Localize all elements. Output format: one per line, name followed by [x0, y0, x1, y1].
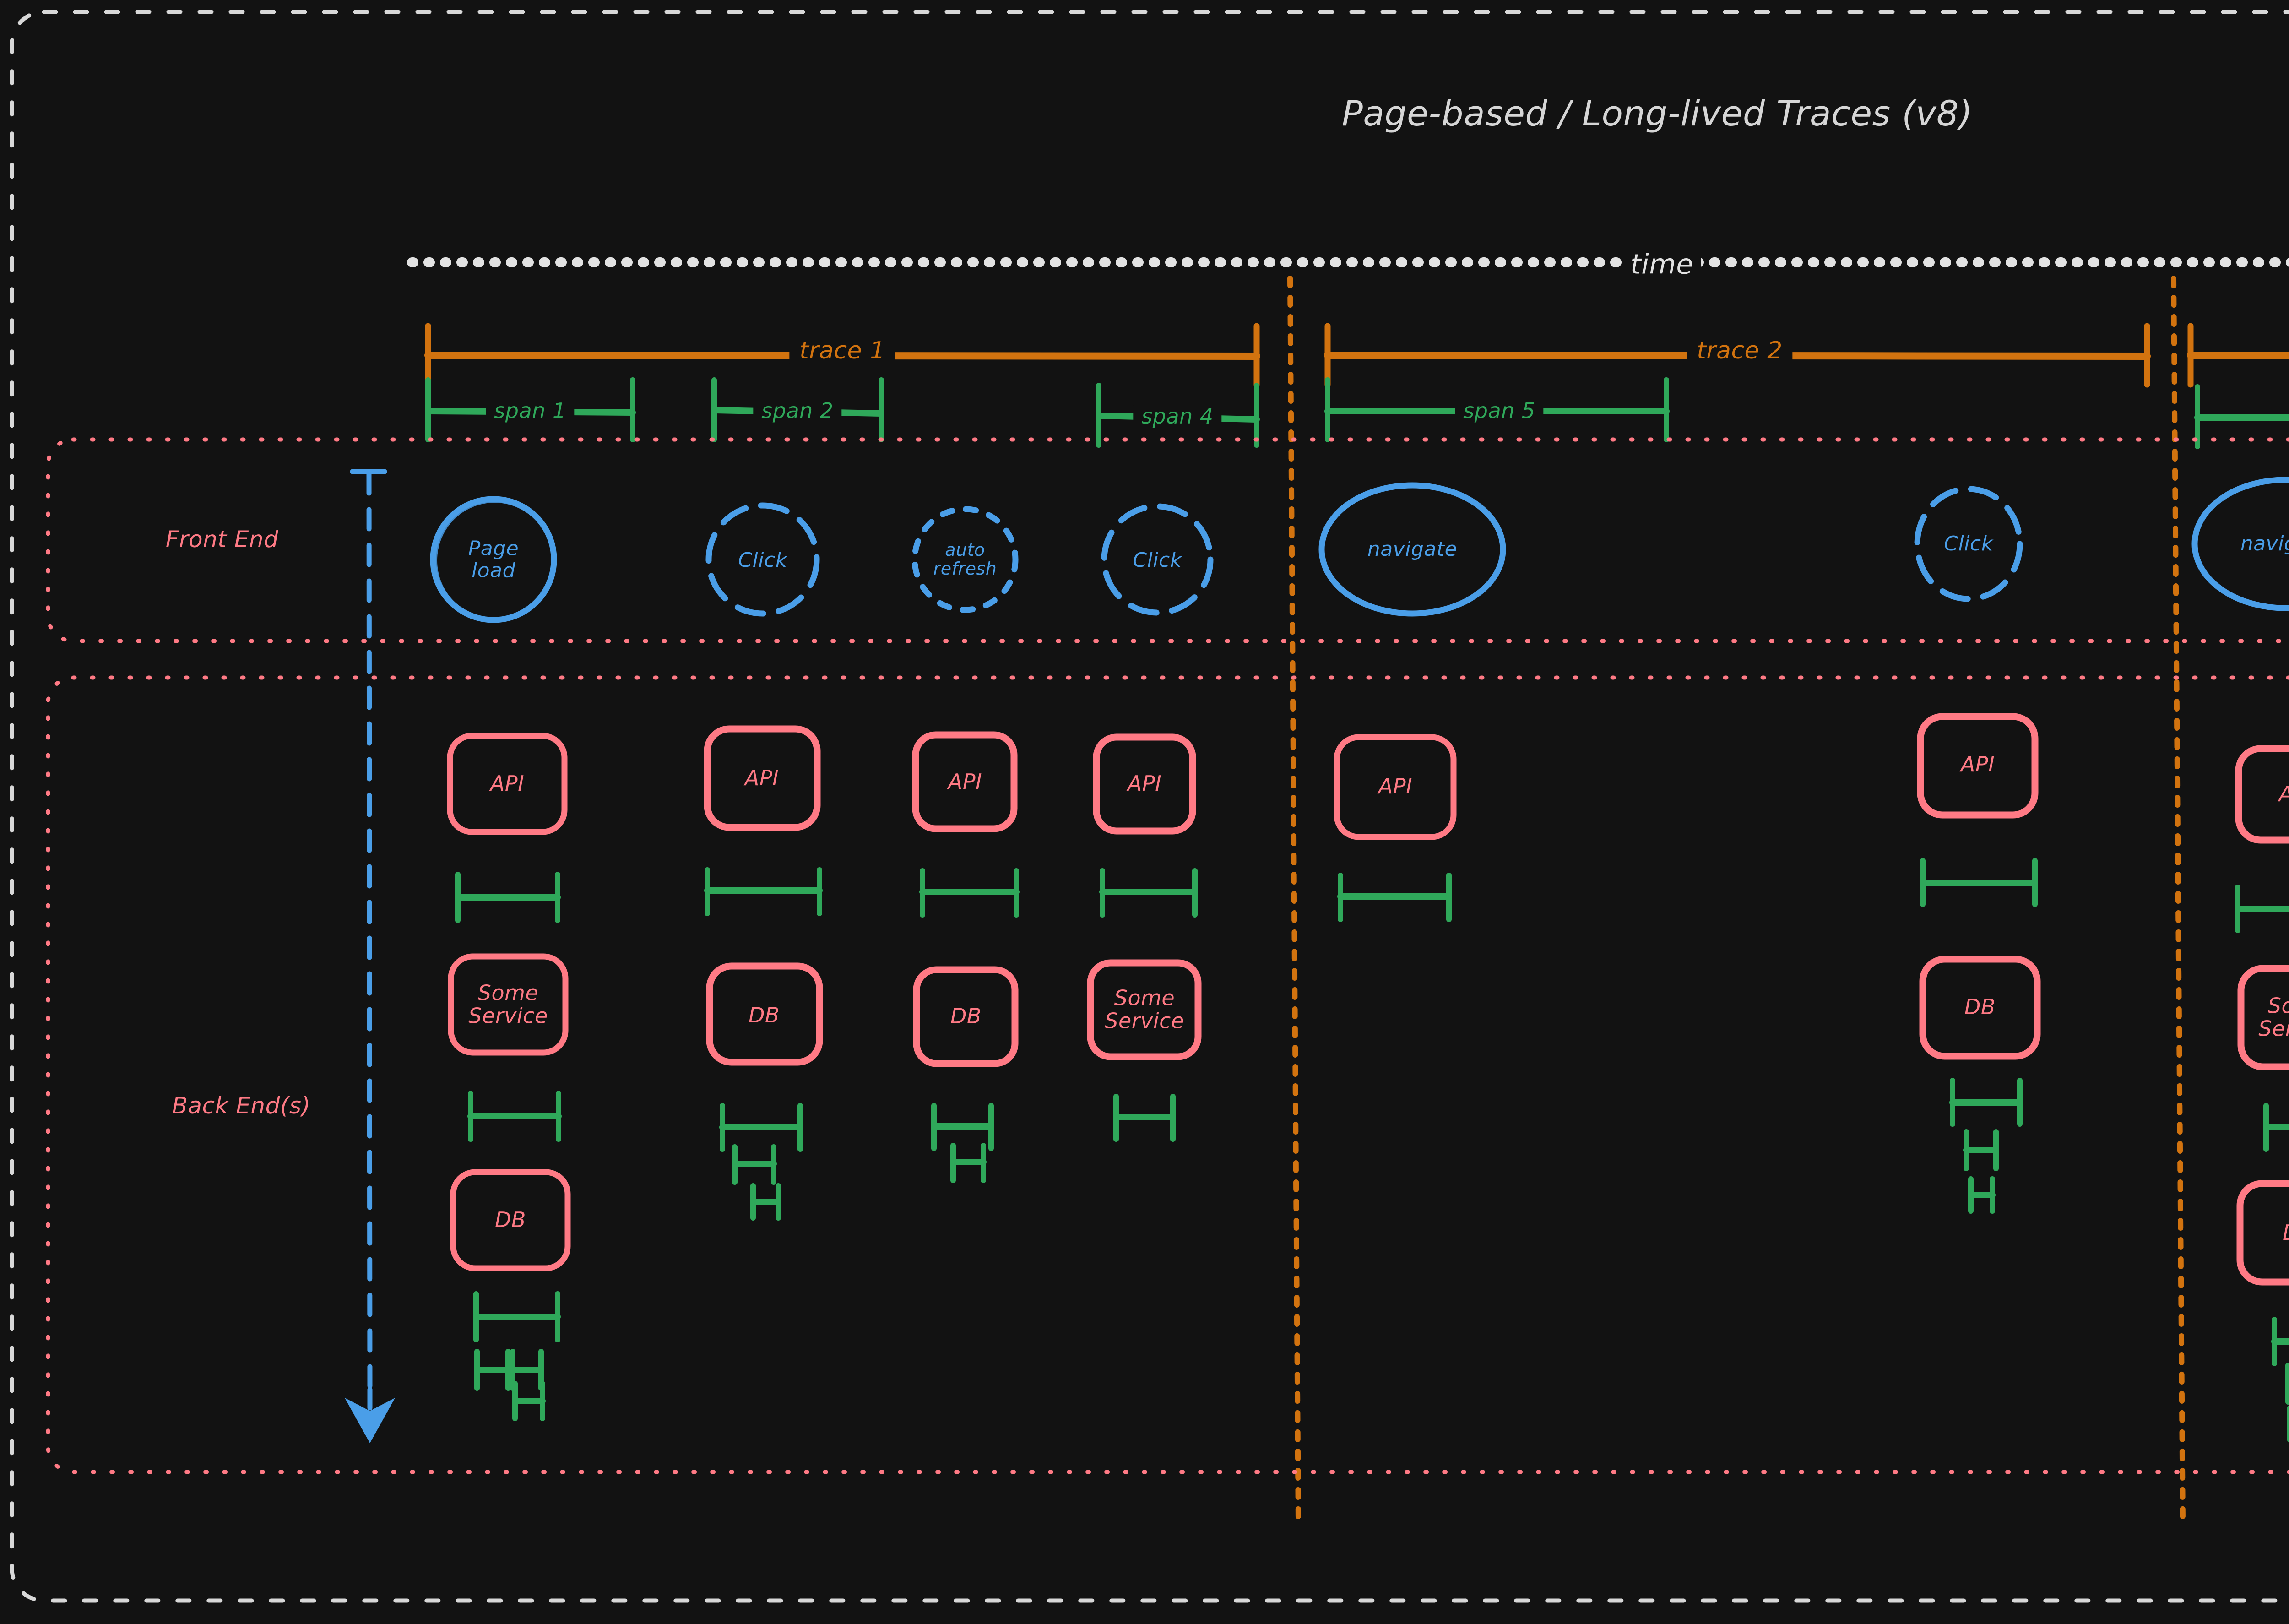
backend-bar-1-6 — [512, 1381, 546, 1421]
frontend-event-click-2[interactable] — [1101, 503, 1214, 616]
frontend-event-page-load[interactable] — [430, 496, 557, 623]
backend-bar-3-2 — [931, 1103, 994, 1151]
backend-bar-6-3 — [1963, 1129, 1999, 1171]
span-bar-span-1 — [425, 377, 636, 442]
backend-bar-4-2 — [1113, 1094, 1176, 1142]
backend-bar-6-4 — [1968, 1176, 1996, 1214]
backend-node-db-6[interactable] — [1919, 956, 2041, 1060]
backend-bar-7-2 — [2263, 1103, 2289, 1152]
backend-node-db-3[interactable] — [913, 966, 1019, 1067]
backend-node-db-2[interactable] — [706, 962, 823, 1066]
backend-bar-2-2 — [719, 1103, 803, 1152]
frontend-event-navigate-1[interactable] — [1318, 482, 1506, 617]
frontend-event-auto-refresh[interactable] — [911, 506, 1019, 613]
frontend-event-click-1[interactable] — [705, 502, 820, 617]
backend-node-some-service-7[interactable] — [2237, 965, 2289, 1070]
backend-node-api-5[interactable] — [1334, 734, 1457, 840]
backend-bar-1-1 — [455, 872, 561, 923]
span-bar-span-7 — [2194, 384, 2289, 449]
trace-bar-1 — [424, 323, 1260, 388]
backend-bar-5-1 — [1337, 873, 1452, 922]
backend-bar-7-3 — [2271, 1317, 2289, 1366]
back-end-panel — [46, 675, 2289, 1474]
backend-node-some-service-4[interactable] — [1087, 959, 1202, 1060]
backend-node-some-service-1[interactable] — [448, 953, 569, 1056]
backend-bar-1-3 — [473, 1291, 561, 1342]
backend-bar-6-1 — [1920, 858, 2038, 907]
backend-bar-2-1 — [704, 867, 823, 916]
backend-bar-7-1 — [2235, 885, 2289, 933]
vertical-time-arrow — [345, 469, 395, 1443]
backend-node-db-7[interactable] — [2236, 1180, 2289, 1286]
backend-node-api-1[interactable] — [447, 733, 568, 835]
span-bar-span-5 — [1324, 377, 1670, 442]
backend-bar-1-2 — [467, 1091, 562, 1142]
backend-bar-3-1 — [919, 868, 1020, 918]
backend-bar-7-4 — [2285, 1363, 2289, 1405]
backend-node-db-1[interactable] — [450, 1169, 571, 1271]
backend-bar-6-2 — [1949, 1078, 2023, 1127]
backend-node-api-3[interactable] — [912, 731, 1018, 832]
backend-node-api-7[interactable] — [2235, 745, 2289, 844]
backend-node-api-2[interactable] — [704, 725, 821, 831]
backend-bar-3-3 — [950, 1143, 987, 1183]
outer-frame — [10, 10, 2289, 1603]
backend-bar-2-4 — [750, 1183, 781, 1221]
trace-bar-3 — [2187, 323, 2289, 388]
backend-bar-4-1 — [1099, 868, 1198, 918]
span-bar-span-2 — [711, 377, 884, 442]
trace-divider-2 — [2171, 276, 2186, 1527]
backend-node-api-4[interactable] — [1093, 733, 1196, 835]
backend-bar-2-3 — [732, 1144, 777, 1185]
frontend-event-click-3[interactable] — [1914, 486, 2023, 602]
backend-node-api-6[interactable] — [1917, 713, 2039, 819]
span-bar-span-4 — [1096, 383, 1260, 448]
trace-bar-2 — [1324, 323, 2151, 388]
trace-divider-1 — [1287, 276, 1301, 1527]
frontend-event-navigate-2[interactable] — [2191, 477, 2289, 611]
